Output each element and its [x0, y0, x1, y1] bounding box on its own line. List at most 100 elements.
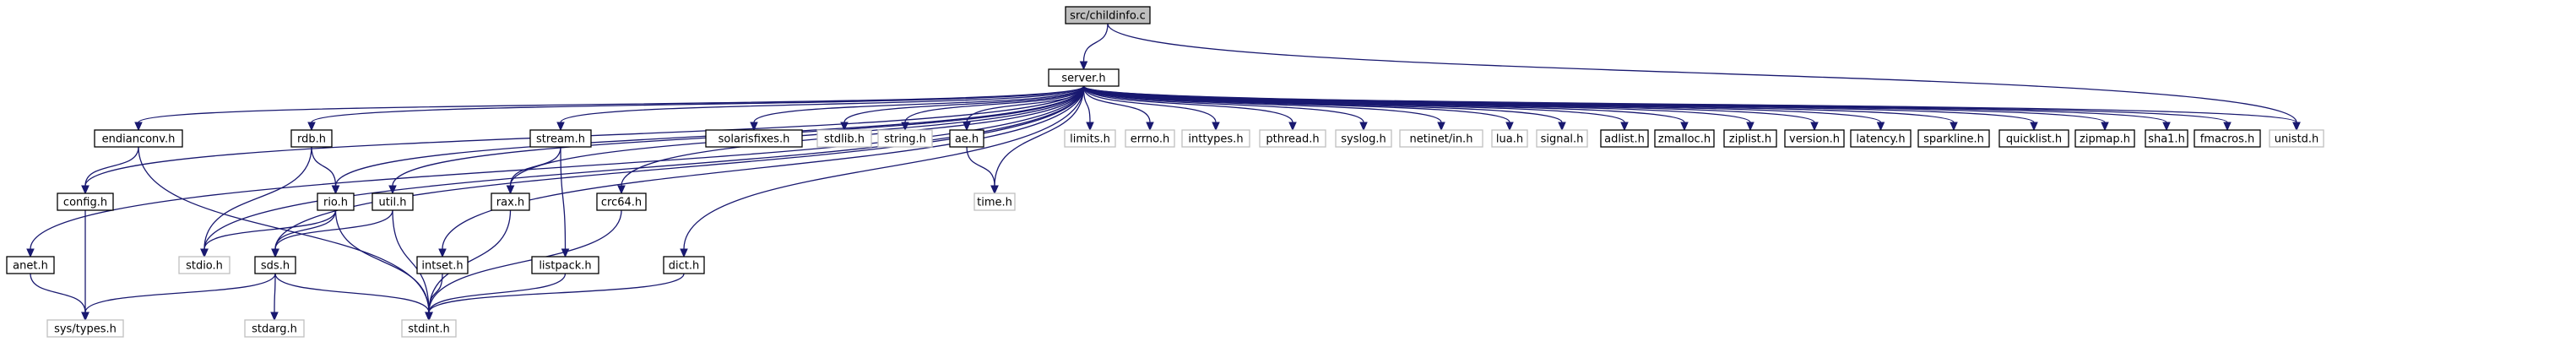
edge-rdb-to-rio	[311, 146, 340, 195]
node-label: rax.h	[496, 197, 524, 209]
node-label: quicklist.h	[2006, 133, 2062, 146]
node-sparkline[interactable]: sparkline.h	[1917, 129, 1990, 148]
edge-config-to-systypes	[81, 209, 89, 322]
node-latency[interactable]: latency.h	[1850, 129, 1912, 148]
node-label: string.h	[884, 133, 926, 146]
edge-stream-to-listpack	[560, 146, 570, 258]
edge-arrowhead	[81, 312, 89, 322]
node-box	[416, 256, 469, 274]
node-box	[663, 256, 705, 274]
node-box	[2074, 129, 2135, 148]
node-box	[94, 129, 183, 148]
edge-sds-to-stdint	[274, 273, 433, 322]
node-ae[interactable]: ae.h	[949, 129, 984, 148]
node-config[interactable]: config.h	[57, 192, 114, 211]
node-box	[596, 192, 647, 211]
node-dict[interactable]: dict.h	[663, 256, 705, 274]
node-zmalloc[interactable]: zmalloc.h	[1654, 129, 1715, 148]
edge-rio-to-stdio	[200, 209, 337, 258]
edge-server-to-errno	[1082, 85, 1154, 132]
node-box	[1784, 129, 1845, 148]
node-label: zipmap.h	[2080, 133, 2130, 146]
edge-endianconv-to-stdint	[138, 146, 433, 322]
edge-line	[311, 146, 337, 187]
edge-arrowhead	[200, 248, 209, 258]
node-box	[1536, 129, 1588, 148]
node-fmacros[interactable]: fmacros.h	[2194, 129, 2261, 148]
node-childinfo[interactable]: src/childinfo.c	[1065, 6, 1151, 24]
edge-line	[904, 85, 1085, 123]
edge-line	[84, 273, 276, 313]
node-endianconv[interactable]: endianconv.h	[94, 129, 183, 148]
edge-line	[274, 209, 393, 250]
node-box	[1998, 129, 2069, 148]
edge-line	[683, 85, 1085, 250]
node-label: crc64.h	[601, 197, 642, 209]
node-util[interactable]: util.h	[371, 192, 414, 211]
node-box	[317, 192, 355, 211]
edge-arrowhead	[617, 185, 626, 195]
node-box	[46, 319, 124, 338]
node-box	[1491, 129, 1528, 148]
edge-dict-to-stdint	[425, 273, 685, 322]
edge-arrowhead	[2101, 122, 2109, 132]
edge-line	[392, 209, 430, 313]
node-label: anet.h	[13, 260, 48, 273]
edge-server-to-syslog	[1082, 85, 1368, 132]
edge-line	[274, 273, 430, 313]
edge-arrowhead	[1437, 122, 1445, 132]
edge-line	[428, 273, 685, 313]
edge-line	[138, 85, 1085, 123]
edge-line	[1082, 85, 1293, 123]
edge-line	[84, 146, 139, 187]
edge-line	[203, 146, 312, 250]
node-box	[2194, 129, 2261, 148]
edge-line	[1082, 85, 1151, 123]
node-label: stdint.h	[408, 323, 449, 336]
node-rax[interactable]: rax.h	[491, 192, 530, 211]
edge-server-to-stdlib	[840, 85, 1085, 132]
node-quicklist[interactable]: quicklist.h	[1998, 129, 2069, 148]
node-ziplist[interactable]: ziplist.h	[1723, 129, 1777, 148]
edge-line	[560, 85, 1085, 123]
node-version[interactable]: version.h	[1784, 129, 1845, 148]
node-label: endianconv.h	[102, 133, 176, 146]
node-box	[1723, 129, 1777, 148]
node-box	[401, 319, 457, 338]
node-crc64[interactable]: crc64.h	[596, 192, 647, 211]
edge-line	[428, 209, 512, 313]
node-label: syslog.h	[1341, 133, 1386, 146]
node-zipmap[interactable]: zipmap.h	[2074, 129, 2135, 148]
node-stream[interactable]: stream.h	[529, 129, 592, 148]
edge-line	[274, 273, 276, 313]
edge-arrowhead	[331, 185, 340, 195]
node-sha1[interactable]: sha1.h	[2145, 129, 2188, 148]
node-listpack[interactable]: listpack.h	[531, 256, 599, 274]
node-label: stream.h	[536, 133, 585, 146]
graph-nodes: src/childinfo.c server.h anet.h config.h end…	[6, 6, 2324, 338]
edge-line	[560, 146, 567, 250]
node-stdlib: stdlib.h	[816, 129, 872, 148]
edge-arrowhead	[2030, 122, 2038, 132]
edge-arrowhead	[1146, 122, 1154, 132]
node-sds[interactable]: sds.h	[254, 256, 296, 274]
node-box	[290, 129, 333, 148]
node-adlist[interactable]: adlist.h	[1600, 129, 1649, 148]
node-stdarg: stdarg.h	[244, 319, 305, 338]
node-server[interactable]: server.h	[1048, 68, 1120, 87]
edge-arrowhead	[1746, 122, 1754, 132]
edge-server-to-unistd	[1082, 85, 2301, 132]
node-label: adlist.h	[1604, 133, 1645, 146]
edge-server-to-inttypes	[1082, 85, 1220, 132]
node-rdb[interactable]: rdb.h	[290, 129, 333, 148]
node-box	[1600, 129, 1649, 148]
node-rio[interactable]: rio.h	[317, 192, 355, 211]
node-stdio: stdio.h	[178, 256, 230, 274]
node-solarisfixes[interactable]: solarisfixes.h	[705, 129, 803, 148]
node-box	[1654, 129, 1715, 148]
edge-arrowhead	[556, 122, 565, 132]
node-intset[interactable]: intset.h	[416, 256, 469, 274]
edge-childinfo-to-server	[1079, 23, 1109, 71]
edge-server-to-netinet	[1082, 85, 1445, 132]
node-anet[interactable]: anet.h	[6, 256, 55, 274]
